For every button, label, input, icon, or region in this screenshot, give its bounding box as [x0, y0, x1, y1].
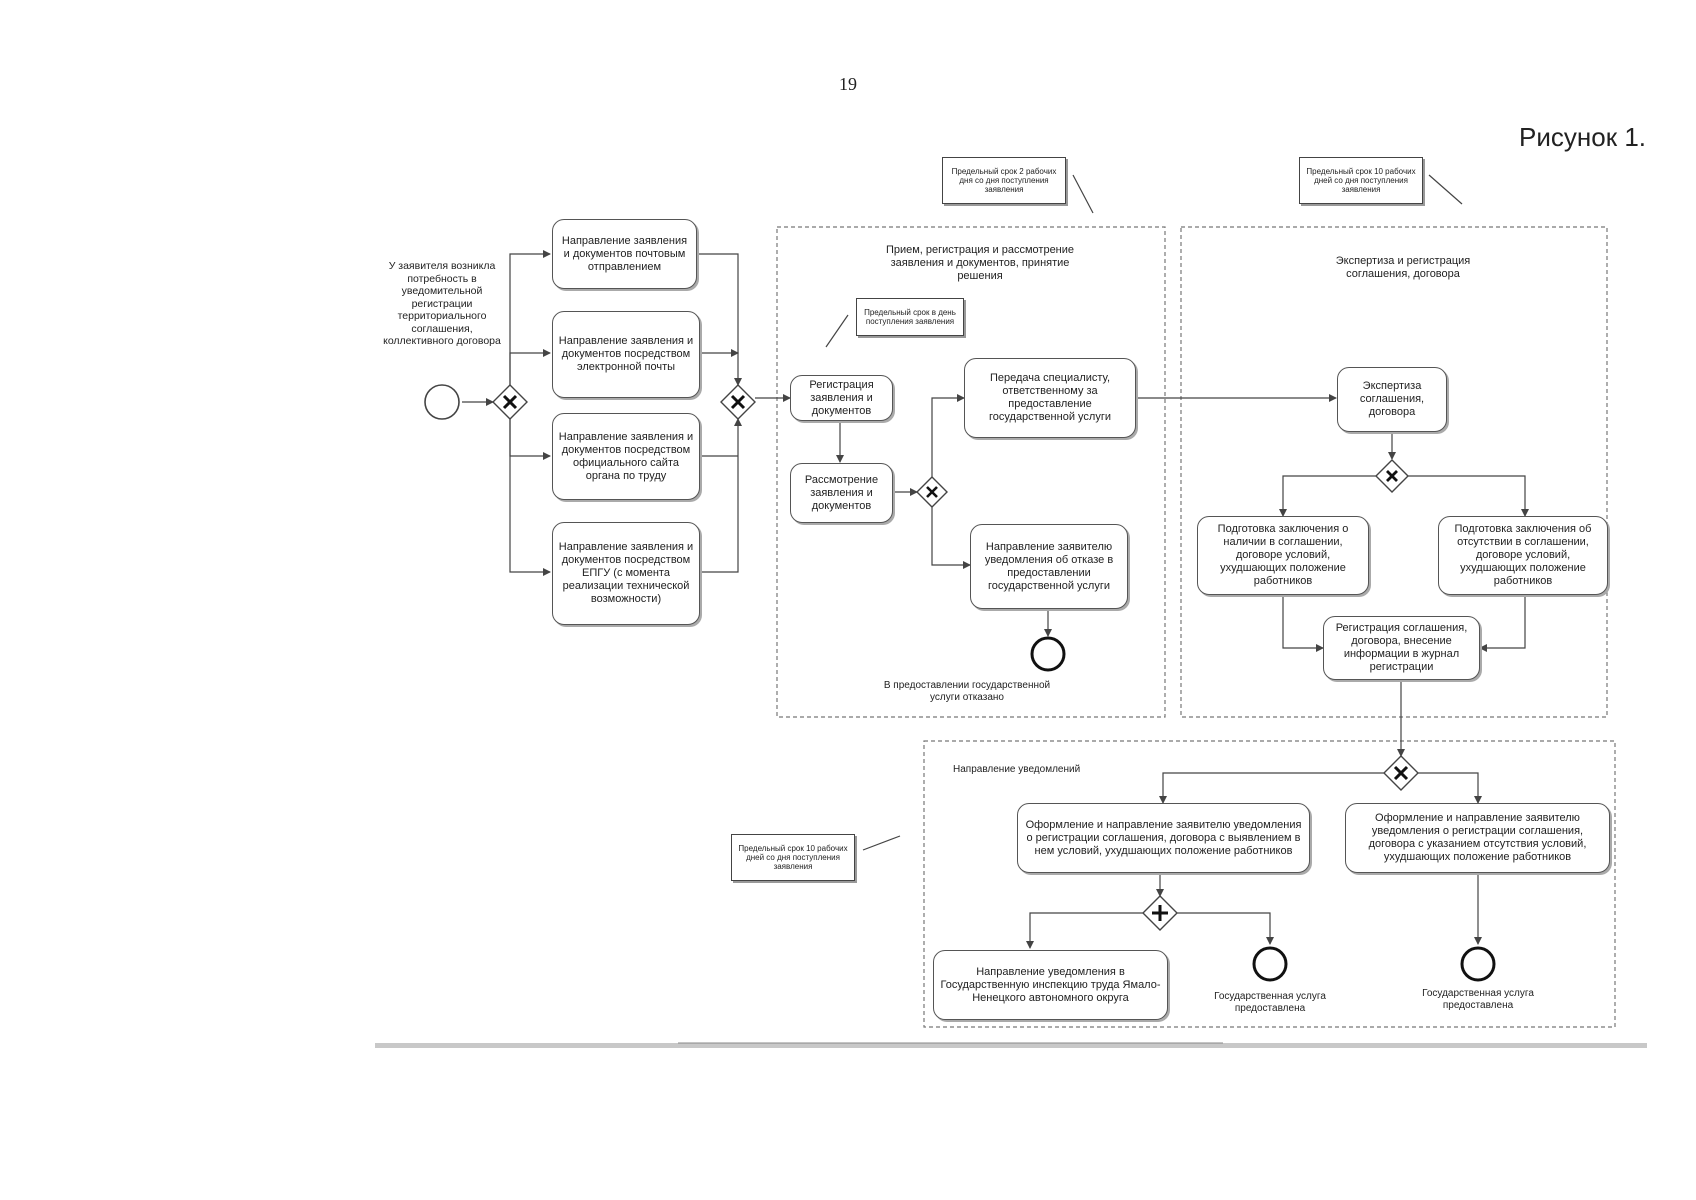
- deadline-note: Предельный срок в день поступления заявл…: [856, 298, 964, 336]
- start-event-icon: [424, 384, 460, 420]
- task-send-site: Направление заявления и документов посре…: [552, 413, 700, 500]
- end-label-provided: Государственная услуга предоставлена: [1422, 988, 1534, 1011]
- note-connector: [862, 835, 901, 851]
- x-gateway-icon: [1383, 755, 1419, 791]
- pool-reception: [776, 226, 1166, 718]
- task-notify-with: Оформление и направление заявителю уведо…: [1017, 803, 1310, 873]
- x-gateway-icon: [1375, 459, 1409, 493]
- flow: [931, 507, 971, 569]
- deadline-note: Предельный срок 10 рабочих дней со дня п…: [731, 834, 855, 881]
- x-gateway-icon: [720, 384, 756, 420]
- flow: [697, 253, 742, 386]
- task-transfer: Передача специалисту, ответственному за …: [964, 358, 1136, 438]
- flow: [509, 250, 551, 385]
- note-connector: [1428, 174, 1463, 205]
- start-event-label: У заявителя возникла потребность в уведо…: [383, 260, 501, 347]
- task-conclusion-absent: Подготовка заключения об отсутствии в со…: [1438, 516, 1608, 595]
- flow: [1408, 475, 1529, 517]
- end-event-icon: [1460, 946, 1496, 982]
- page-number: 19: [839, 74, 857, 94]
- flow: [1282, 595, 1324, 652]
- flow: [509, 419, 551, 460]
- task-send-post: Направление заявления и документов почто…: [552, 219, 697, 289]
- flow: [931, 394, 965, 477]
- deadline-note: Предельный срок 10 рабочих дней со дня п…: [1299, 157, 1423, 204]
- pool-label-reception: Прием, регистрация и рассмотрение заявле…: [885, 244, 1075, 282]
- pool-expertise: [1180, 226, 1608, 718]
- pool-label-notifications: Направление уведомлений: [953, 764, 1081, 775]
- x-gateway-icon: [916, 476, 948, 508]
- task-register: Регистрация заявления и документов: [790, 375, 893, 421]
- flow: [509, 419, 551, 576]
- task-send-email: Направление заявления и документов посре…: [552, 311, 700, 398]
- task-refusal: Направление заявителю уведомления об отк…: [970, 524, 1128, 609]
- end-event-icon: [1030, 636, 1066, 672]
- deadline-note: Предельный срок 2 рабочих дня со дня пос…: [942, 157, 1066, 204]
- plus-gateway-icon: [1142, 895, 1178, 931]
- flow: [1418, 772, 1482, 804]
- end-label-refused: В предоставлении государственной услуги …: [883, 680, 1051, 703]
- flow: [509, 349, 551, 385]
- note-connector: [1072, 174, 1094, 214]
- flow: [1026, 912, 1143, 949]
- task-expertise: Экспертиза соглашения, договора: [1337, 367, 1447, 432]
- note-connector: [825, 314, 849, 348]
- figure-label: Рисунок 1.: [1519, 122, 1646, 152]
- x-gateway-icon: [492, 384, 528, 420]
- task-conclusion-present: Подготовка заключения о наличии в соглаш…: [1197, 516, 1369, 595]
- task-notify-inspection: Направление уведомления в Государственну…: [933, 950, 1168, 1020]
- task-send-epgu: Направление заявления и документов посре…: [552, 522, 700, 625]
- task-review: Рассмотрение заявления и документов: [790, 463, 893, 523]
- end-event-icon: [1252, 946, 1288, 982]
- flow: [1279, 475, 1376, 517]
- task-notify-without: Оформление и направление заявителю уведо…: [1345, 803, 1610, 873]
- pool-notifications: [923, 740, 1616, 1028]
- end-label-provided: Государственная услуга предоставлена: [1214, 991, 1326, 1014]
- bottom-rule: [375, 1043, 1647, 1048]
- flow: [1177, 912, 1274, 945]
- pool-label-expertise: Экспертиза и регистрация соглашения, дог…: [1335, 255, 1471, 280]
- flow: [1159, 772, 1384, 804]
- flow: [1479, 595, 1526, 652]
- task-registration: Регистрация соглашения, договора, внесен…: [1323, 616, 1480, 680]
- flow: [700, 418, 742, 573]
